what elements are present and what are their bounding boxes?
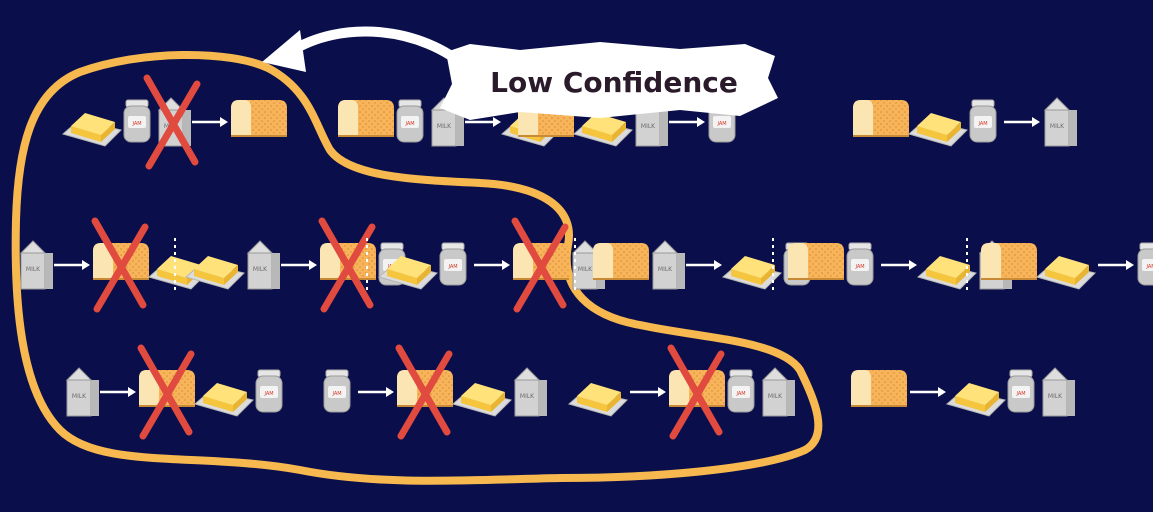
milk-carton-icon — [514, 367, 548, 417]
dividers-layer — [174, 238, 968, 292]
callout-arrow — [285, 26, 475, 75]
bread-loaf-icon — [787, 242, 845, 280]
arrow-right-icon — [667, 115, 707, 129]
low-confidence-callout: Low Confidence — [262, 26, 778, 120]
jam-jar-icon — [846, 242, 874, 286]
jam-jar-icon — [727, 369, 755, 413]
bread-loaf-icon — [850, 369, 908, 407]
red-cross-icon — [511, 217, 569, 313]
red-cross-icon — [137, 344, 195, 440]
arrow-right-icon — [1002, 115, 1042, 129]
sequence-2-3 — [378, 217, 606, 313]
jam-jar-icon — [439, 242, 467, 286]
milk-carton-icon — [762, 367, 796, 417]
jam-jar-icon — [969, 99, 997, 143]
sequence-3-2 — [323, 344, 548, 440]
arrow-right-icon — [908, 385, 948, 399]
sequence-2-4 — [592, 240, 811, 290]
butter-icon — [194, 382, 254, 417]
red-cross-icon — [91, 217, 149, 313]
arrow-right-icon — [356, 385, 396, 399]
butter-icon — [573, 112, 633, 147]
sequence-2-2 — [185, 217, 406, 313]
sequence-2-5 — [787, 240, 1013, 290]
sequence-2-1 — [20, 217, 208, 313]
sequence-3-3 — [568, 344, 796, 440]
jam-jar-icon — [396, 99, 424, 143]
butter-icon — [62, 112, 122, 147]
arrow-right-icon — [98, 385, 138, 399]
bread-loaf-icon — [592, 242, 650, 280]
arrow-right-icon — [472, 258, 512, 272]
bread-loaf-icon — [230, 99, 288, 137]
arrow-right-icon — [684, 258, 724, 272]
arrow-right-icon — [190, 115, 230, 129]
jam-jar-icon — [1137, 242, 1153, 286]
milk-carton-icon — [1042, 367, 1076, 417]
red-cross-icon — [395, 344, 453, 440]
jam-jar-icon — [255, 369, 283, 413]
sequence-3-4 — [850, 367, 1076, 417]
red-cross-icon — [667, 344, 725, 440]
red-cross-icon — [318, 217, 376, 313]
milk-carton-icon — [652, 240, 686, 290]
arrow-right-icon — [279, 258, 319, 272]
sequence-3-1 — [66, 344, 283, 440]
milk-carton-icon — [247, 240, 281, 290]
callout-banner — [440, 42, 778, 120]
arrow-right-icon — [1096, 258, 1136, 272]
bread-loaf-icon — [337, 99, 395, 137]
low-confidence-outline — [11, 51, 823, 485]
arrow-right-icon — [879, 258, 919, 272]
milk-carton-icon — [66, 367, 100, 417]
bread-loaf-icon — [980, 242, 1038, 280]
butter-icon — [1036, 255, 1096, 290]
sequence-1-1 — [62, 74, 288, 170]
butter-icon — [452, 382, 512, 417]
milk-carton-icon — [20, 240, 54, 290]
jam-jar-icon — [323, 369, 351, 413]
arrow-right-icon — [52, 258, 92, 272]
low-confidence-label: Low Confidence — [490, 66, 738, 99]
butter-icon — [568, 382, 628, 417]
jam-jar-icon — [1007, 369, 1035, 413]
sequences-layer — [20, 74, 1153, 440]
milk-carton-icon — [1044, 97, 1078, 147]
sequence-1-4 — [852, 97, 1078, 147]
red-cross-icon — [143, 74, 201, 170]
butter-icon — [946, 382, 1006, 417]
arrow-right-icon — [628, 385, 668, 399]
jam-jar-icon — [123, 99, 151, 143]
callout-arrowhead — [262, 30, 306, 72]
butter-icon — [908, 112, 968, 147]
bread-loaf-icon — [852, 99, 910, 137]
